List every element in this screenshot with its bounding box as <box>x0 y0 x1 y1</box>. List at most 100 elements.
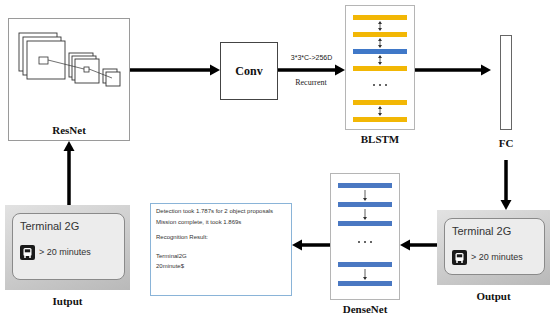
flow-head <box>378 21 382 24</box>
arrow-head <box>210 65 220 76</box>
layer-bar <box>353 49 407 54</box>
arrow-shaft <box>278 68 337 72</box>
layer-bar <box>338 202 392 207</box>
result-panel: Detection took 1.787s for 2 object propo… <box>150 203 292 296</box>
ellipsis-dot <box>370 241 372 243</box>
layer-stack-illustration <box>346 6 414 129</box>
layer-label: BLSTM <box>361 133 400 145</box>
flow-arrow <box>130 65 220 76</box>
arrow-shaft <box>408 243 437 247</box>
flow-head <box>378 55 382 58</box>
ellipsis-dot <box>385 84 387 86</box>
bus-body <box>24 248 32 256</box>
bus-wheel <box>461 261 463 263</box>
arrow-head <box>481 65 491 76</box>
feature-map <box>75 59 99 83</box>
ellipsis-dot <box>358 241 360 243</box>
result-line: Mission complete, it took 1.869s <box>156 219 286 227</box>
edge-note: Recurrent <box>295 78 327 87</box>
feature-map <box>27 41 65 79</box>
bus-icon <box>20 245 35 260</box>
bus-window <box>25 249 30 252</box>
bus-body <box>456 253 464 261</box>
kernel-window <box>39 57 48 64</box>
network-block: ResNet <box>8 18 130 141</box>
flow-arrow <box>64 141 75 205</box>
icon-ground <box>20 245 35 260</box>
flow-arrow <box>292 240 330 251</box>
feature-map <box>106 72 120 86</box>
sign-photo: Terminal 2G> 20 minutesIutput <box>5 205 130 290</box>
fc-layer: FC <box>491 35 521 160</box>
arrow-head <box>292 240 302 251</box>
result-line: Detection took 1.787s for 2 object propo… <box>156 208 286 216</box>
arrow-shaft <box>300 243 330 247</box>
ellipsis-dot <box>379 84 381 86</box>
arrow-head <box>501 200 512 210</box>
arrow-shaft <box>504 160 508 202</box>
flow-head <box>378 45 382 48</box>
flow-head <box>363 277 367 280</box>
arrow-head <box>64 141 75 151</box>
result-line: Terminal2G <box>156 253 286 261</box>
ellipsis-dot <box>364 241 366 243</box>
layer-bar <box>338 221 392 226</box>
layer-bar <box>353 32 407 37</box>
flow-head <box>378 113 382 116</box>
process-label: Conv <box>235 64 262 79</box>
flow-arrow <box>501 160 512 210</box>
flow-head <box>363 217 367 220</box>
layer-label: Output <box>476 290 510 302</box>
sign-text: > 20 minutes <box>471 252 523 262</box>
arrow-head <box>400 240 410 251</box>
flow-head <box>378 106 382 109</box>
layer-bar <box>353 66 407 71</box>
layer-label: DenseNet <box>343 303 388 315</box>
layer-stack-illustration <box>331 174 399 299</box>
bus-wheel <box>456 261 458 263</box>
arrow-shaft <box>415 68 483 72</box>
flow-arrow <box>415 65 491 76</box>
edge-label: 3*3*C->256D <box>290 54 333 61</box>
arrow-shaft <box>130 68 212 72</box>
layer-label: Iutput <box>53 295 83 307</box>
layer-bar <box>353 100 407 105</box>
resnet-illustration <box>9 19 129 140</box>
bus-window <box>457 254 462 257</box>
layer-bar <box>338 183 392 188</box>
flow-head <box>378 62 382 65</box>
kernel-window <box>84 67 89 72</box>
flow-head <box>363 198 367 201</box>
result-line: 20minute$ <box>156 263 286 271</box>
layer-bar <box>338 281 392 286</box>
projection-line <box>89 69 112 78</box>
bus-wheel <box>24 256 26 258</box>
sign-text: Terminal 2G <box>20 220 79 232</box>
sign-photo: Terminal 2G> 20 minutesOutput <box>437 210 550 285</box>
block-label: ResNet <box>52 124 86 136</box>
projection-line <box>48 60 84 69</box>
layer-label: FC <box>499 137 514 149</box>
flow-head <box>378 38 382 41</box>
layer-bar <box>353 117 407 122</box>
layer-bar <box>353 15 407 20</box>
arrow-shaft <box>67 149 71 205</box>
sign-text: Terminal 2G <box>452 225 511 237</box>
flow-arrow <box>278 65 345 76</box>
ellipsis-dot <box>373 84 375 86</box>
fc-bar <box>500 35 512 130</box>
layer-stack: BLSTM <box>345 5 415 130</box>
bus-icon <box>452 250 467 265</box>
bus-wheel <box>29 256 31 258</box>
flow-head <box>378 28 382 31</box>
flow-arrow <box>400 240 437 251</box>
layer-bar <box>338 262 392 267</box>
icon-ground <box>452 250 467 265</box>
sign-text: > 20 minutes <box>39 247 91 257</box>
layer-stack: DenseNet <box>330 173 400 300</box>
result-line: Recognition Result: <box>156 234 286 242</box>
process-box: Conv <box>220 42 278 100</box>
arrow-head <box>335 65 345 76</box>
